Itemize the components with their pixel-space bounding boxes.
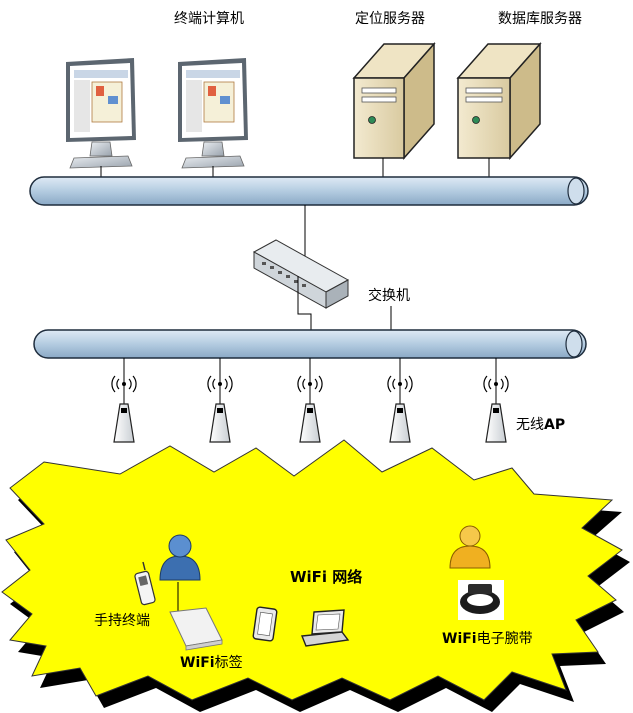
starburst [1, 439, 623, 701]
wireless-ap-label-prefix: 无线 [516, 417, 544, 433]
blue-user-icon [159, 534, 201, 612]
wifi-tag-label: WiFi标签 [180, 652, 243, 672]
wifi-wristband-label-suffix: 电子腕带 [476, 631, 533, 647]
location-server-label: 定位服务器 [355, 11, 425, 27]
wifi-wristband-label: WiFi电子腕带 [442, 628, 533, 648]
wireless-ap-3 [297, 358, 323, 443]
wifi-network-label: WiFi 网络 [290, 566, 362, 587]
database-server-label: 数据库服务器 [498, 11, 582, 27]
wifi-network-area [1, 439, 630, 712]
wifi-network-label-prefix: WiFi [290, 568, 328, 586]
handheld-terminal-label: 手持终端 [94, 613, 150, 629]
wireless-ap-1 [111, 358, 137, 443]
wifi-tag-label-suffix: 标签 [214, 655, 243, 671]
top-bus-connectors [100, 158, 490, 178]
wifi-tag-label-prefix: WiFi [180, 655, 215, 671]
switch [252, 239, 350, 309]
wifi-tag-icon [169, 607, 223, 651]
gold-user-icon [449, 525, 491, 569]
laptop-icon [301, 609, 350, 647]
terminal-computer-1 [66, 58, 136, 169]
wristband-icon [458, 580, 504, 620]
top-bus [29, 176, 589, 206]
terminal-computer-2 [178, 58, 248, 169]
wireless-ap-label-suffix: AP [544, 417, 566, 433]
bottom-bus [33, 329, 587, 359]
switch-label: 交换机 [368, 288, 410, 304]
wireless-ap-4 [387, 358, 413, 443]
terminal-computer-label: 终端计算机 [174, 11, 244, 27]
access-points [111, 358, 509, 443]
location-server [352, 42, 436, 160]
handheld-terminal-icon [134, 561, 156, 606]
wireless-ap-2 [207, 358, 233, 443]
database-server [456, 42, 542, 160]
wireless-ap-label: 无线AP [516, 414, 565, 434]
wifi-wristband-label-prefix: WiFi [442, 631, 477, 647]
wifi-network-label-suffix: 网络 [327, 568, 363, 586]
wireless-ap-5 [483, 358, 509, 443]
tablet-icon [252, 606, 278, 642]
switch-downlink [297, 276, 312, 332]
